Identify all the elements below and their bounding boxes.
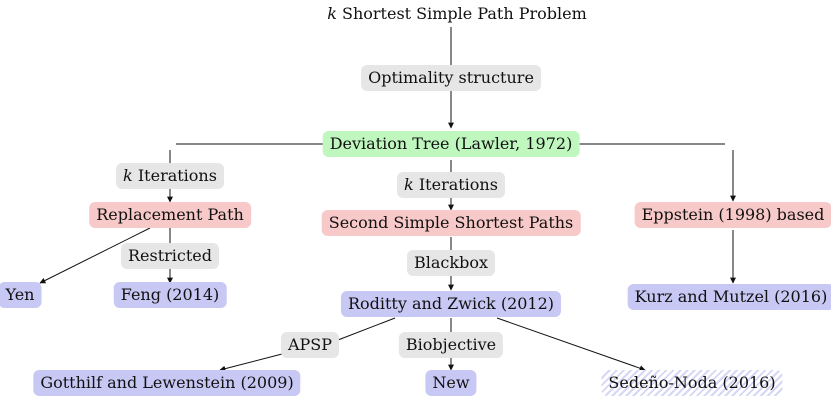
edge-roditty-to-sedeno [496, 317, 646, 372]
node-biobjective: Biobjective [398, 332, 504, 358]
k-iterations-center-label: Iterations [418, 175, 498, 194]
diagram-title: k Shortest Simple Path Problem [327, 4, 587, 24]
k-variable-left: k [123, 166, 133, 185]
k-iterations-left-label: Iterations [137, 166, 217, 185]
node-eppstein-based: Eppstein (1998) based [634, 202, 831, 228]
edge-replacement-to-yen [39, 227, 151, 284]
node-k-iterations-center: k Iterations [397, 172, 505, 198]
node-yen: Yen [0, 282, 42, 308]
node-blackbox: Blackbox [407, 250, 495, 276]
node-deviation-tree: Deviation Tree (Lawler, 1972) [322, 131, 580, 157]
node-restricted: Restricted [120, 243, 220, 269]
title-k-variable: k [327, 4, 337, 23]
node-k-iterations-left: k Iterations [116, 163, 224, 189]
node-replacement-path: Replacement Path [89, 202, 251, 228]
edge-roditty-to-apsp [337, 317, 396, 341]
title-text: Shortest Simple Path Problem [342, 4, 587, 23]
k-variable-center: k [404, 175, 414, 194]
node-new: New [425, 370, 477, 396]
node-kurz-mutzel: Kurz and Mutzel (2016) [627, 284, 831, 310]
node-roditty-zwick: Roditty and Zwick (2012) [340, 291, 562, 317]
node-gotthilf-lewenstein: Gotthilf and Lewenstein (2009) [33, 370, 301, 396]
node-sedeno-noda: Sedeño-Noda (2016) [601, 370, 783, 396]
node-feng: Feng (2014) [113, 282, 227, 308]
node-second-simple-shortest-paths: Second Simple Shortest Paths [321, 210, 581, 236]
edge-apsp-to-gotthilf [219, 353, 283, 372]
node-apsp: APSP [280, 332, 340, 358]
node-optimality-structure: Optimality structure [361, 65, 541, 91]
